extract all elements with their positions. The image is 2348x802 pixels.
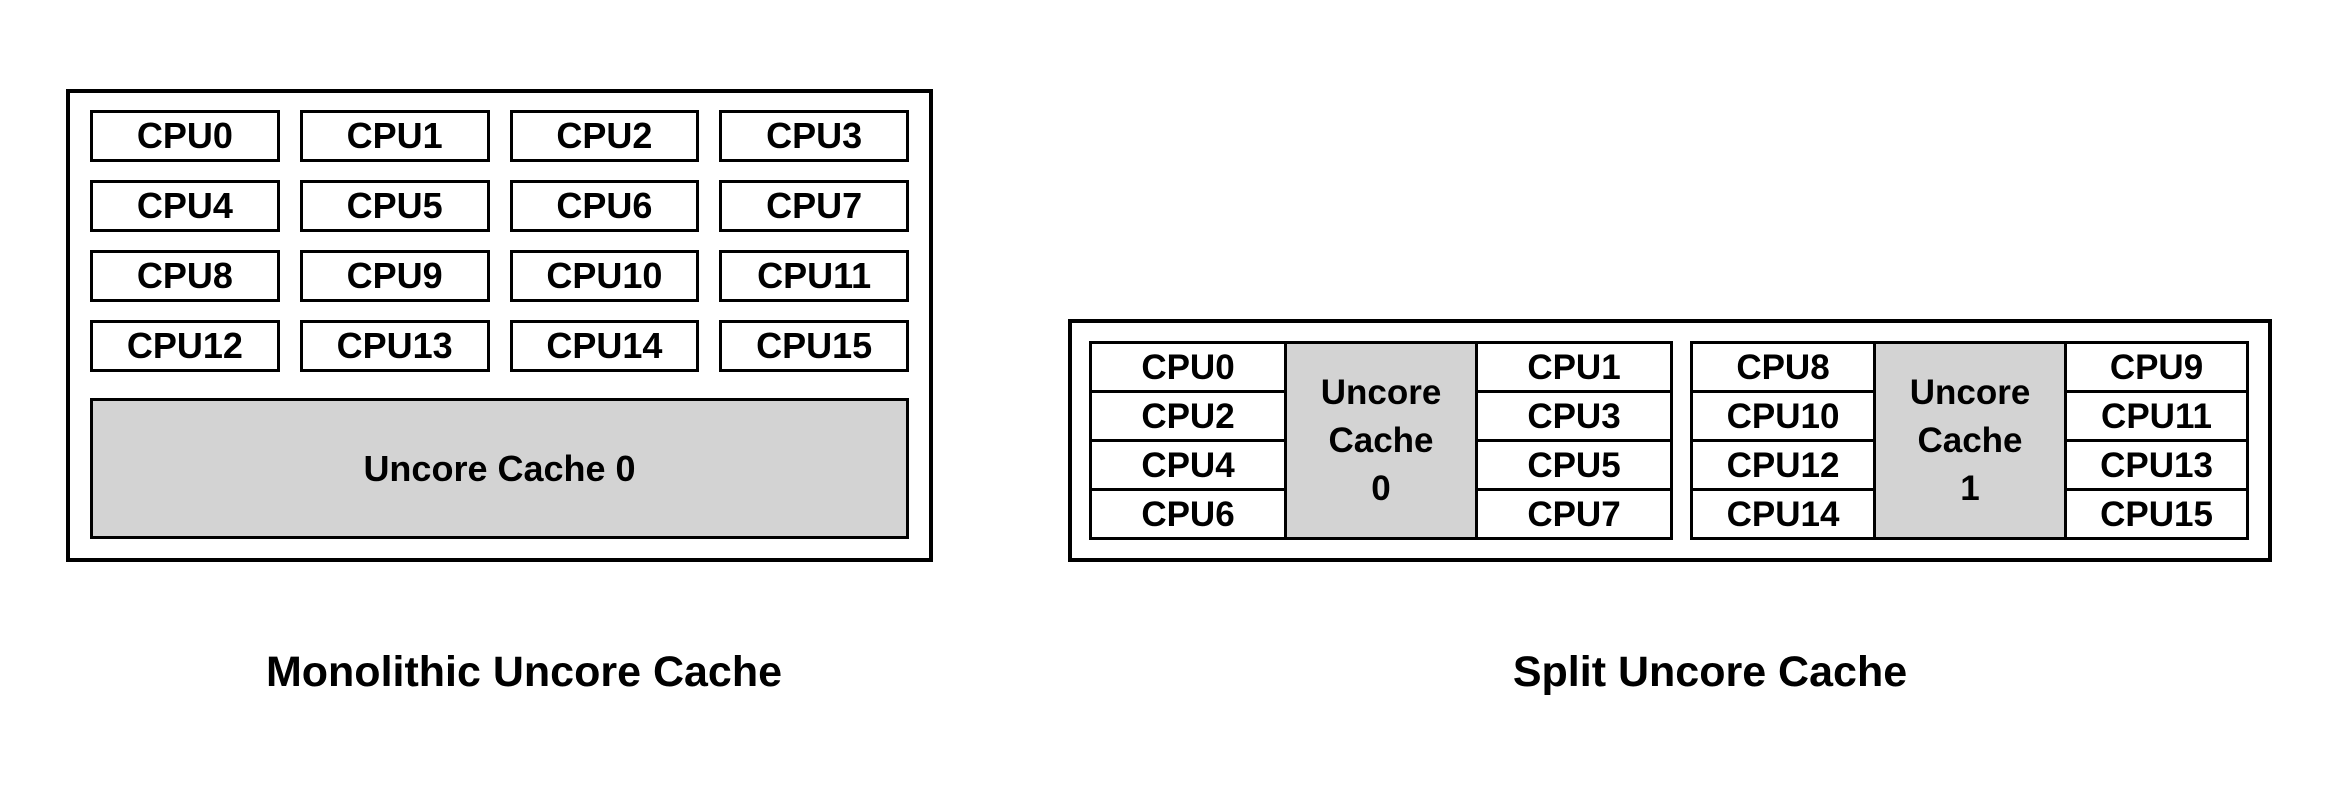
cpu-cell: CPU2 — [1092, 393, 1284, 439]
cpu-cell: CPU15 — [2067, 491, 2246, 537]
cpu-cell: CPU6 — [509, 180, 700, 232]
cpu-row: CPU12 CPU13 CPU14 CPU15 — [70, 320, 929, 372]
cpu-cell: CPU3 — [1478, 393, 1670, 439]
split-group-1: CPU8 CPU10 CPU12 CPU14 Uncore Cache 1 CP… — [1690, 341, 2249, 540]
monolithic-diagram: CPU0 CPU1 CPU2 CPU3 CPU4 CPU5 CPU6 CPU7 … — [66, 89, 933, 562]
cpu-cell: CPU4 — [90, 180, 280, 232]
cpu-cell: CPU9 — [2067, 344, 2246, 390]
cpu-cell: CPU7 — [1478, 491, 1670, 537]
split-caption: Split Uncore Cache — [1512, 648, 1908, 696]
cpu-row: CPU4 CPU5 CPU6 CPU7 — [70, 180, 929, 232]
uncore-cache-cell-1: Uncore Cache 1 — [1876, 344, 2064, 537]
cpu-cell: CPU6 — [1092, 491, 1284, 537]
cpu-row: CPU8 CPU9 CPU10 CPU11 — [70, 250, 929, 302]
cpu-cell: CPU9 — [299, 250, 490, 302]
cpu-cell: CPU13 — [299, 320, 490, 372]
cpu-cell: CPU0 — [1092, 344, 1284, 390]
cpu-cell: CPU5 — [299, 180, 490, 232]
cpu-cell: CPU11 — [2067, 393, 2246, 439]
cpu-cell: CPU8 — [90, 250, 280, 302]
cpu-cell: CPU14 — [1693, 491, 1873, 537]
cpu-cell: CPU14 — [509, 320, 700, 372]
cpu-cell: CPU2 — [509, 110, 700, 162]
split-group-0: CPU0 CPU2 CPU4 CPU6 Uncore Cache 0 CPU1 … — [1089, 341, 1673, 540]
cpu-cell: CPU13 — [2067, 442, 2246, 488]
cpu-cell: CPU4 — [1092, 442, 1284, 488]
cpu-cell: CPU7 — [719, 180, 909, 232]
cpu-cell: CPU11 — [719, 250, 909, 302]
cpu-cell: CPU3 — [719, 110, 909, 162]
cpu-cell: CPU10 — [1693, 393, 1873, 439]
uncore-cache-line: 1 — [1960, 468, 1980, 508]
uncore-cache-line: Uncore — [1909, 372, 2031, 412]
uncore-cache-cell-0: Uncore Cache 0 — [1287, 344, 1475, 537]
cpu-cell: CPU5 — [1478, 442, 1670, 488]
uncore-cache-line: Cache — [1917, 420, 2023, 460]
uncore-cache-line: Cache — [1328, 420, 1434, 460]
uncore-cache-line: 0 — [1371, 468, 1391, 508]
cpu-cell: CPU1 — [1478, 344, 1670, 390]
cpu-cell: CPU12 — [90, 320, 280, 372]
cpu-cell: CPU10 — [509, 250, 700, 302]
uncore-cache-line: Uncore — [1320, 372, 1442, 412]
cpu-cell: CPU0 — [90, 110, 280, 162]
cpu-row: CPU0 CPU1 CPU2 CPU3 — [70, 110, 929, 162]
uncore-cache-0-box: Uncore Cache 0 — [90, 398, 909, 539]
monolithic-caption: Monolithic Uncore Cache — [265, 648, 783, 696]
cpu-cell: CPU8 — [1693, 344, 1873, 390]
cpu-cell: CPU1 — [299, 110, 490, 162]
cpu-cell: CPU15 — [719, 320, 909, 372]
split-diagram: CPU0 CPU2 CPU4 CPU6 Uncore Cache 0 CPU1 … — [1068, 319, 2272, 562]
cpu-cell: CPU12 — [1693, 442, 1873, 488]
